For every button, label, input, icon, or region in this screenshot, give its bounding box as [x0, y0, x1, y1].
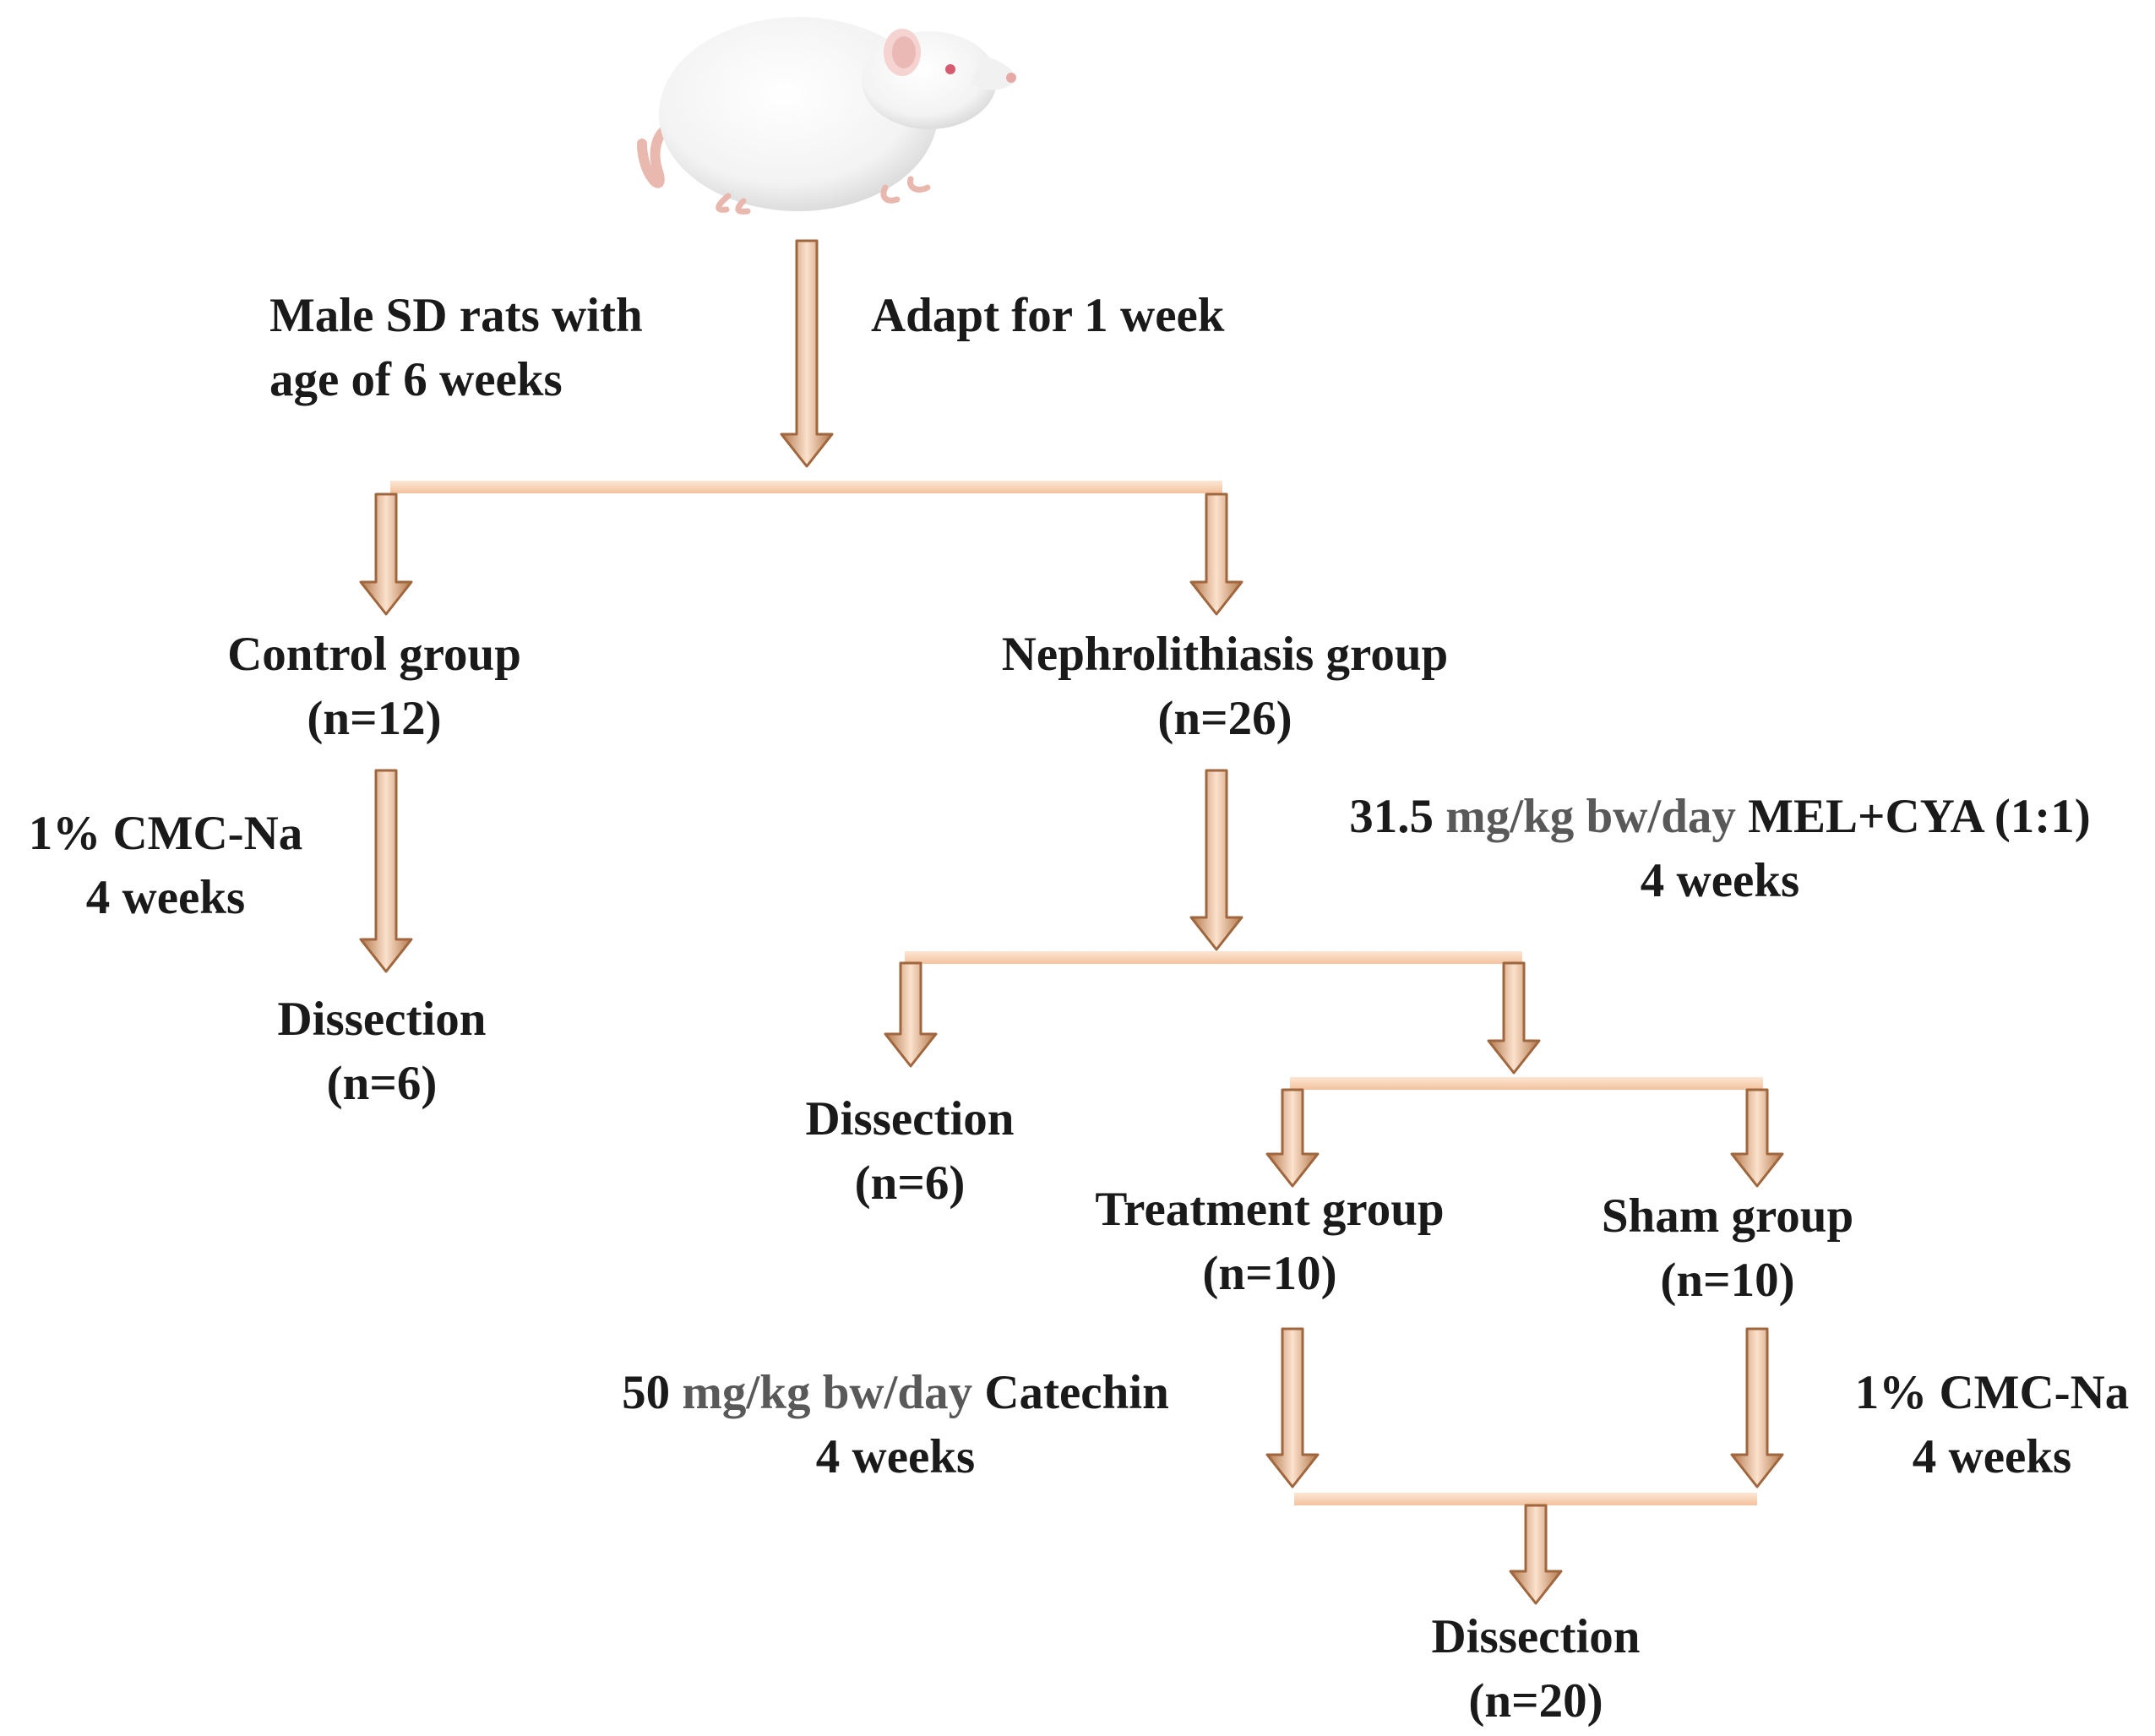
nephrolithiasis-dose-unit: mg/kg bw/day: [1445, 790, 1736, 843]
flow-arrows: [359, 239, 1784, 1605]
split-bar-treat-sham: [1290, 1077, 1763, 1090]
nephrolithiasis-group-count: (n=26): [1157, 692, 1292, 745]
sham-treatment-agent: 1% CMC-Na: [1854, 1366, 2130, 1419]
nephrolithiasis-dose-line: 31.5 mg/kg bw/day MEL+CYA (1:1): [1349, 785, 2091, 849]
control-dissection-count: (n=6): [326, 1057, 438, 1110]
control-treatment-duration: 4 weeks: [85, 871, 246, 924]
treatment-dose-value: 50: [622, 1366, 671, 1419]
treatment-group-node: Treatment group (n=10): [1095, 1178, 1444, 1306]
sham-group-title: Sham group: [1601, 1189, 1854, 1243]
nephrolithiasis-dissection-title: Dissection: [805, 1092, 1015, 1146]
arrow-merge-to-final: [1509, 1504, 1563, 1605]
treatment-group-title: Treatment group: [1095, 1183, 1445, 1236]
treatment-dose-label: 50 mg/kg bw/day Catechin 4 weeks: [622, 1361, 1169, 1489]
control-treatment-label: 1% CMC-Na 4 weeks: [29, 802, 303, 930]
nephrolithiasis-group-node: Nephrolithiasis group (n=26): [1002, 623, 1448, 751]
treatment-group-count: (n=10): [1202, 1247, 1337, 1300]
split-bars: [390, 481, 1763, 1505]
rat-icon: [637, 17, 1016, 215]
sham-group-node: Sham group (n=10): [1602, 1184, 1853, 1313]
nephrolithiasis-induction-label: 31.5 mg/kg bw/day MEL+CYA (1:1) 4 weeks: [1349, 785, 2091, 913]
start-population-line2: age of 6 weeks: [269, 353, 563, 406]
adaptation-label: Adapt for 1 week: [871, 284, 1225, 348]
final-dissection-title: Dissection: [1431, 1610, 1641, 1663]
arrow-to-nephro-dissection: [884, 961, 938, 1068]
control-dissection-title: Dissection: [277, 993, 487, 1046]
nephrolithiasis-duration: 4 weeks: [1640, 854, 1800, 907]
start-population-label: Male SD rats with age of 6 weeks: [269, 284, 643, 412]
sham-group-count: (n=10): [1660, 1254, 1795, 1307]
nephrolithiasis-dose-value: 31.5: [1349, 790, 1434, 843]
arrow-to-sham: [1730, 1088, 1784, 1188]
arrow-to-control: [359, 493, 413, 616]
treatment-dose-unit: mg/kg bw/day: [682, 1366, 973, 1419]
final-dissection-node: Dissection (n=20): [1432, 1605, 1641, 1733]
control-group-title: Control group: [227, 628, 521, 681]
split-bar-top: [390, 481, 1222, 493]
control-group-count: (n=12): [307, 692, 442, 745]
split-bar-nephro: [905, 951, 1522, 964]
final-dissection-count: (n=20): [1468, 1674, 1603, 1728]
merge-bar-final: [1294, 1493, 1757, 1505]
start-population-line1: Male SD rats with: [269, 289, 643, 342]
treatment-duration: 4 weeks: [815, 1430, 976, 1483]
sham-treatment-duration: 4 weeks: [1912, 1430, 2072, 1483]
sham-treatment-label: 1% CMC-Na 4 weeks: [1855, 1361, 2130, 1489]
arrow-sham-to-merge: [1730, 1327, 1784, 1488]
arrow-to-nephrolithiasis: [1189, 493, 1243, 616]
arrow-rat-to-split: [780, 239, 834, 468]
arrow-control-to-dissection: [359, 769, 413, 973]
nephrolithiasis-dissection-count: (n=6): [854, 1156, 966, 1210]
arrow-nephro-to-split: [1189, 769, 1243, 951]
treatment-dose-agent: Catechin: [984, 1366, 1169, 1419]
arrow-to-treat-sham-split: [1487, 961, 1541, 1075]
control-treatment-agent: 1% CMC-Na: [28, 807, 303, 860]
nephrolithiasis-dose-agent: MEL+CYA (1:1): [1748, 790, 2091, 843]
treatment-dose-line: 50 mg/kg bw/day Catechin: [622, 1361, 1169, 1425]
control-group-node: Control group (n=12): [227, 623, 521, 751]
adaptation-text: Adapt for 1 week: [871, 289, 1225, 342]
arrow-treatment-to-merge: [1265, 1327, 1320, 1488]
nephrolithiasis-group-title: Nephrolithiasis group: [1001, 628, 1449, 681]
arrow-to-treatment: [1265, 1088, 1320, 1188]
nephrolithiasis-dissection-node: Dissection (n=6): [806, 1087, 1015, 1216]
control-dissection-node: Dissection (n=6): [278, 988, 487, 1116]
